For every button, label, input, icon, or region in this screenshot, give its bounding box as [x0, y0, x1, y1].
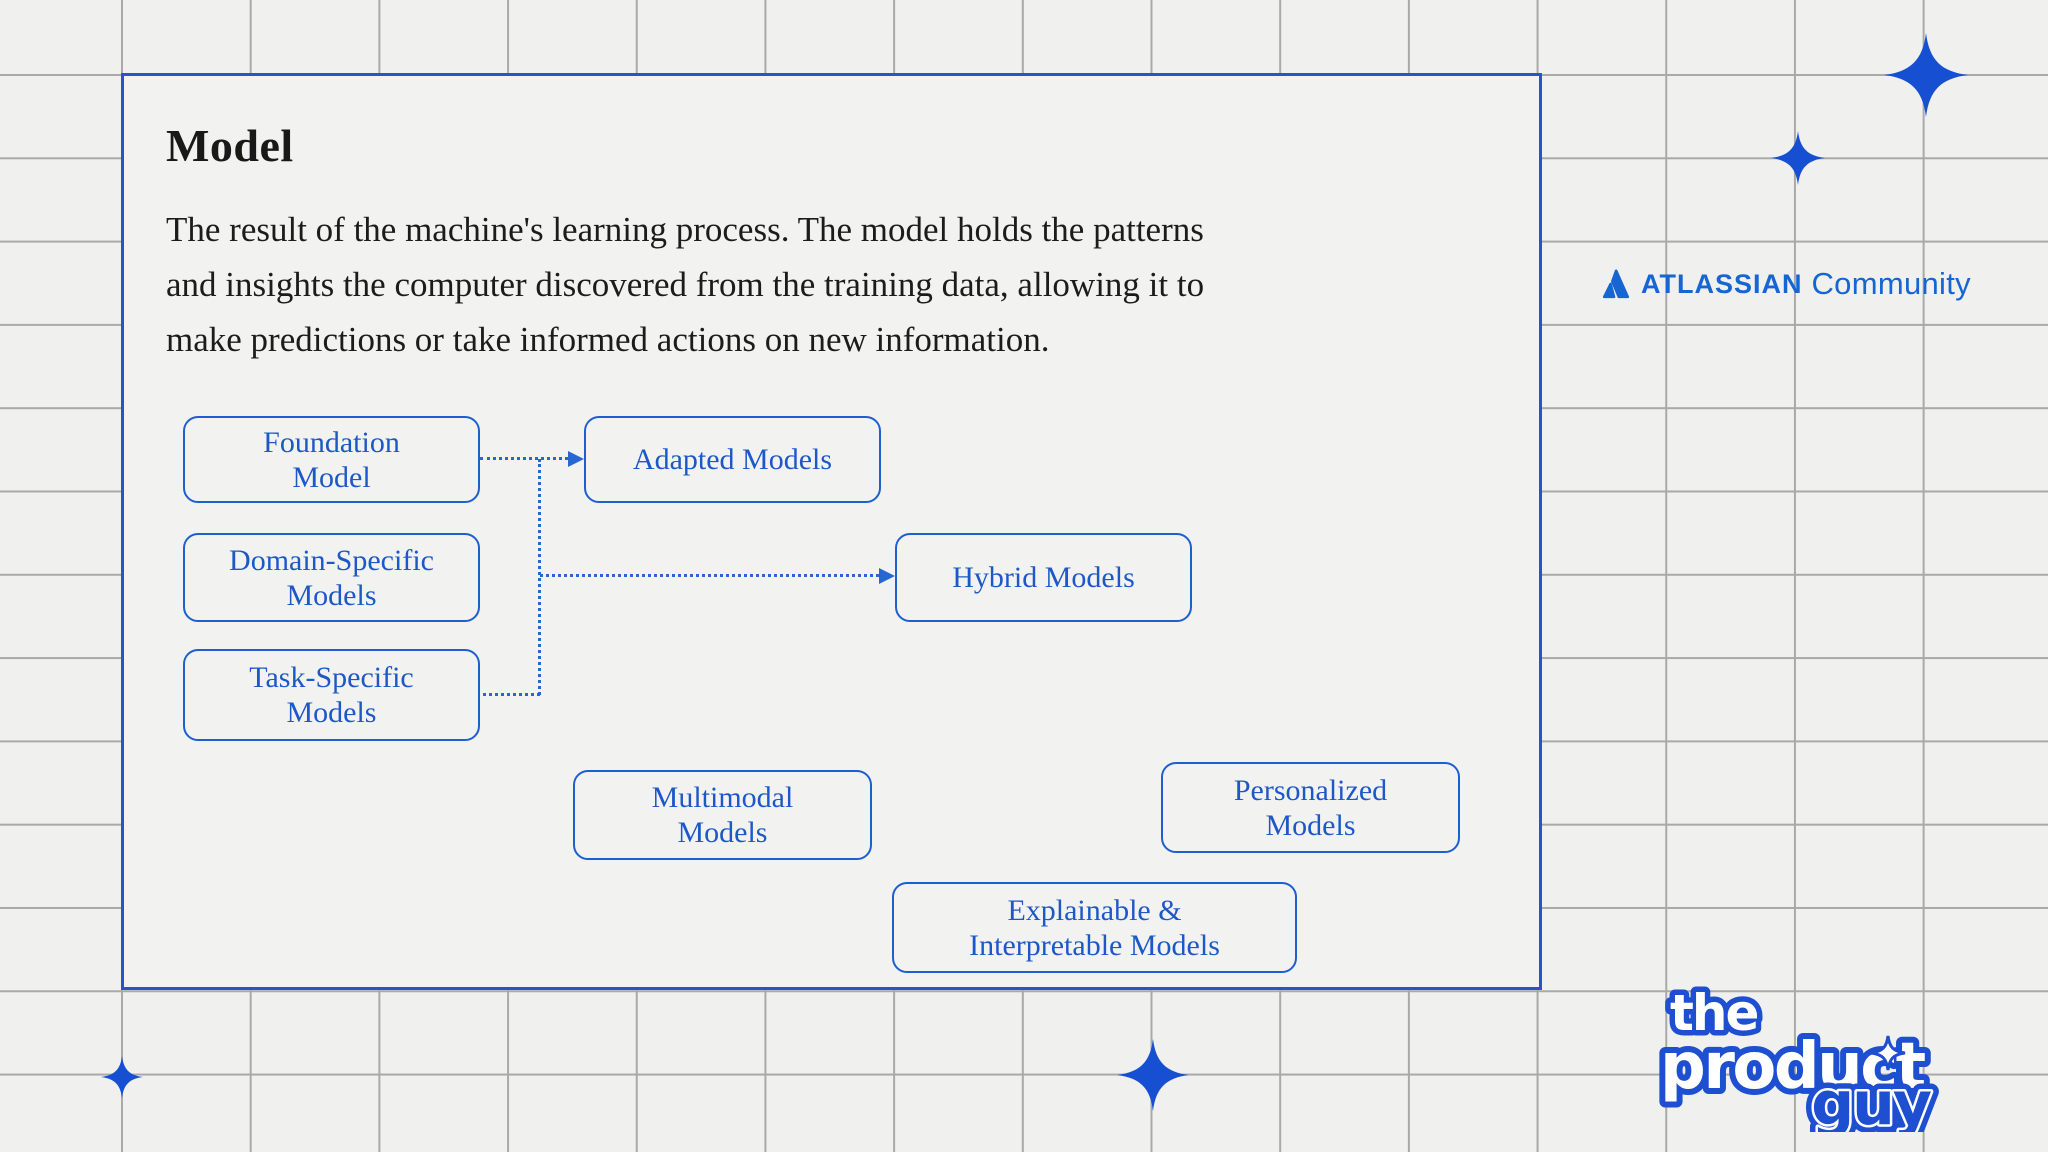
connector-foundation-to-adapted [480, 457, 568, 460]
sparkle-star-icon [101, 1056, 143, 1098]
page-title: Model [166, 120, 294, 171]
connector-trunk-to-hybrid [540, 574, 879, 577]
node-explainable-interpretable-models: Explainable & Interpretable Models [892, 882, 1297, 973]
node-task-specific-models: Task-Specific Models [183, 649, 480, 741]
node-adapted-models: Adapted Models [584, 416, 881, 503]
logo-word-guy: guy [1811, 1069, 1932, 1132]
arrowhead-icon [568, 451, 584, 467]
arrowhead-icon [879, 568, 895, 584]
node-multimodal-models: Multimodal Models [573, 770, 872, 860]
logo-word-the: the [1670, 984, 1757, 1042]
the-product-guy-logo-art: the product guy guy [1654, 979, 1942, 1148]
sparkle-star-icon [1771, 131, 1825, 185]
atlassian-community-label: Community [1811, 266, 1971, 301]
node-personalized-models: Personalized Models [1161, 762, 1460, 853]
atlassian-community-logo: ATLASSIAN Community [1600, 264, 1971, 304]
definition-card: Model The result of the machine's learni… [121, 73, 1542, 990]
node-foundation-model: Foundation Model [183, 416, 480, 503]
atlassian-wordmark: ATLASSIAN [1641, 268, 1803, 299]
node-hybrid-models: Hybrid Models [895, 533, 1192, 622]
the-product-guy-logo: the product guy guy [1654, 979, 1948, 1148]
node-domain-specific-models: Domain-Specific Models [183, 533, 480, 622]
connector-vertical-trunk [538, 459, 541, 695]
connector-task-to-trunk [483, 693, 540, 696]
definition-text: The result of the machine's learning pro… [166, 210, 1205, 359]
sparkle-star-icon [1884, 33, 1968, 117]
sparkle-star-icon [1117, 1039, 1189, 1111]
atlassian-logo-icon [1602, 269, 1630, 299]
logo-sparkle-icon [1870, 1035, 1906, 1071]
